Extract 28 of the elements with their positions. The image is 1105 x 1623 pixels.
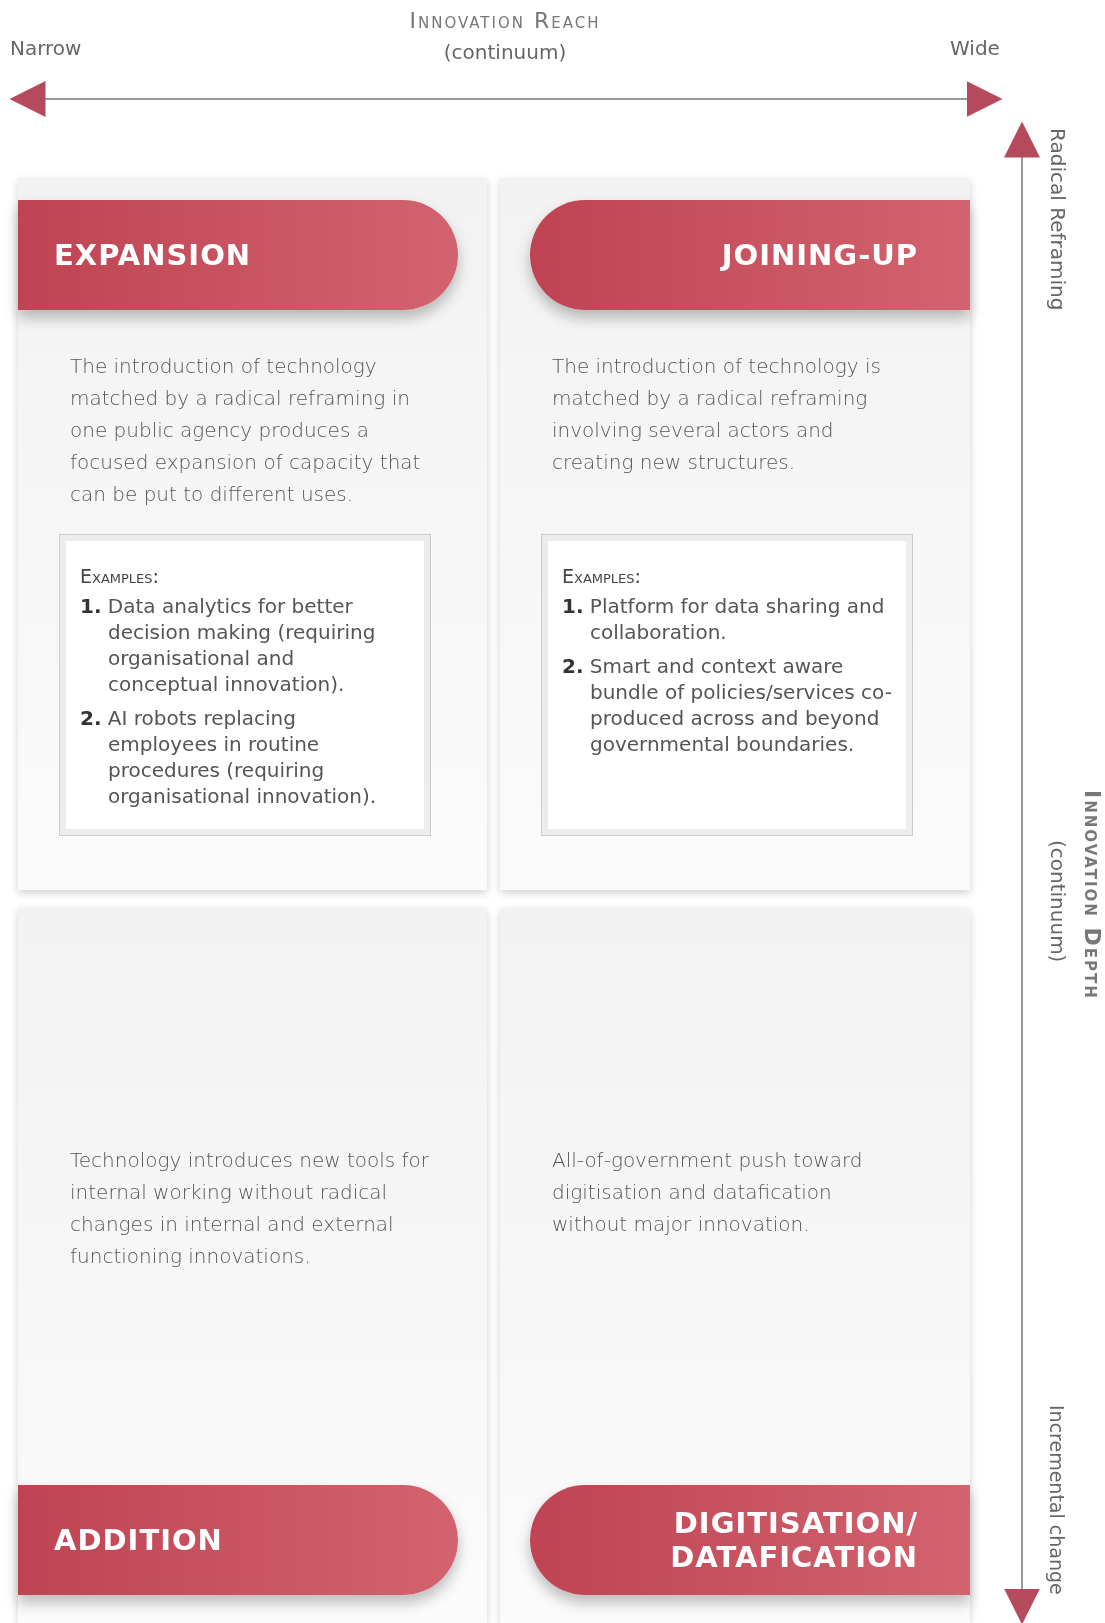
- quadrant-panel: [500, 908, 970, 1623]
- axis-title: Innovation Depth: [1080, 790, 1105, 1000]
- axis-end-label: Radical Reframing: [1046, 128, 1070, 311]
- quadrant-panel: [18, 908, 487, 1623]
- category-banner: EXPANSION: [18, 200, 458, 310]
- axis-end-label: Wide: [950, 36, 1000, 60]
- examples-heading: Examples:: [80, 565, 160, 587]
- list-item: 2. AI robots replacing employees in routine procedures (requiring organisational innovation).: [80, 705, 378, 809]
- description-text: The introduction of technology matched by a radical reframing in one public agency produces a focused expansion of capacity that can be put to different uses.: [70, 353, 422, 508]
- description-text: Technology introduces new tools for internal working without radical changes in internal and external functioning innovations.: [70, 1147, 430, 1270]
- description-text: All-of-government push toward digitisation and datafication without major innovation.: [552, 1147, 864, 1238]
- examples-box: [60, 535, 430, 835]
- list-item: 1. Data analytics for better decision making (requiring organisational and conceptual innovation).: [80, 593, 377, 697]
- list-item: 2. Smart and context aware bundle of policies/services co-produced across and beyond governmental boundaries.: [562, 653, 892, 757]
- list-item: 1. Platform for data sharing and collaboration.: [562, 593, 886, 645]
- examples-box: [542, 535, 912, 835]
- category-banner: DIGITISATION/ DATAFICATION: [530, 1485, 970, 1595]
- description-text: The introduction of technology is matched by a radical reframing involving several actors and creating new structures.: [552, 353, 882, 476]
- axis-title: Innovation Reach: [408, 8, 602, 33]
- category-banner: ADDITION: [18, 1485, 458, 1595]
- quadrant-panel: [500, 178, 970, 890]
- axis-end-label: Narrow: [10, 36, 82, 60]
- examples-heading: Examples:: [562, 565, 642, 587]
- axis-end-label: Incremental change: [1046, 1405, 1068, 1595]
- category-banner: JOINING-UP: [530, 200, 970, 310]
- quadrant-panel: [18, 178, 487, 890]
- axis-subtitle: (continuum): [1046, 840, 1070, 963]
- axis-subtitle: (continuum): [442, 40, 568, 64]
